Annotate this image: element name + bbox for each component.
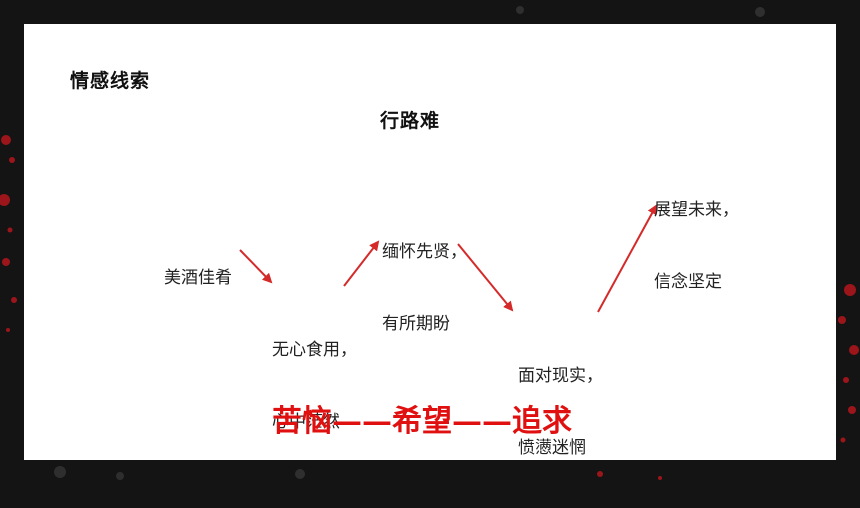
poem-title: 行路难 — [380, 110, 441, 132]
emotion-node-hope: 缅怀先贤， 有所期盼 — [382, 192, 467, 384]
arrow-4 — [597, 204, 657, 313]
node-line: 有所期盼 — [382, 314, 450, 334]
node-line: 美酒佳肴 — [164, 268, 232, 288]
arrow-1 — [239, 249, 273, 284]
arrow-2 — [343, 240, 380, 287]
node-line: 展望未来， — [654, 200, 739, 220]
node-line: 无心食用， — [272, 340, 357, 360]
emotion-node-reality: 面对现实， 愤懑迷惘 — [518, 316, 603, 508]
node-line: 信念坚定 — [654, 272, 722, 292]
emotion-node-lost: 无心食用， 心中茫然 — [272, 290, 357, 482]
node-line: 缅怀先贤， — [382, 242, 467, 262]
node-line: 面对现实， — [518, 366, 603, 386]
node-line: 愤懑迷惘 — [518, 438, 586, 458]
emotion-node-feast: 美酒佳肴 — [164, 218, 232, 338]
emotion-node-future: 展望未来， 信念坚定 — [654, 150, 739, 342]
slide-content: 情感线索 行路难 美酒佳肴 无心食用， 心中茫然 缅怀先贤， 有所期盼 面对现实… — [24, 24, 836, 460]
arrow-3 — [457, 243, 514, 312]
emotion-flow-arrows — [239, 204, 657, 313]
section-heading: 情感线索 — [70, 70, 151, 92]
node-line: 心中茫然 — [272, 412, 340, 432]
emotion-arc-summary: 苦恼——希望——追求 — [272, 404, 572, 439]
